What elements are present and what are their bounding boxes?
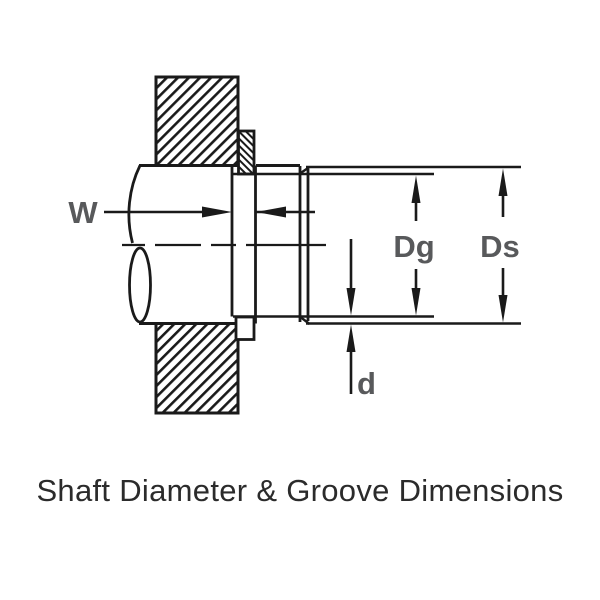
label-groove-width: W	[68, 195, 98, 230]
diameter-reference-lines	[233, 165, 521, 325]
shaft-break-arc	[127, 164, 142, 244]
label-groove-depth: d	[357, 366, 376, 401]
ds-arrowhead-up	[498, 168, 508, 196]
shaft	[127, 164, 311, 325]
dimension-groove-width: W	[68, 195, 315, 230]
housing-lower-block	[154, 322, 240, 415]
housing-upper-block	[154, 75, 240, 167]
d-arrowhead-up	[346, 324, 356, 352]
d-arrowhead-down	[346, 288, 356, 316]
w-arrowhead-right	[256, 206, 286, 218]
dimension-groove-depth: d	[346, 239, 376, 401]
ring-bottom-section	[234, 315, 256, 341]
w-arrowhead-left	[202, 206, 232, 218]
dg-arrowhead-up	[411, 175, 421, 203]
dimension-groove-diameter: Dg	[393, 175, 435, 316]
retaining-ring	[234, 129, 256, 341]
dimension-shaft-diameter: Ds	[480, 168, 520, 323]
diagram-title: Shaft Diameter & Groove Dimensions	[36, 473, 563, 508]
housing-cross-section	[154, 75, 240, 415]
ds-arrowhead-down	[498, 295, 508, 323]
label-groove-diameter: Dg	[393, 229, 434, 264]
dg-arrowhead-down	[411, 288, 421, 316]
label-shaft-diameter: Ds	[480, 229, 520, 264]
shaft-break-loop	[128, 246, 152, 324]
ring-top-section	[237, 129, 256, 176]
